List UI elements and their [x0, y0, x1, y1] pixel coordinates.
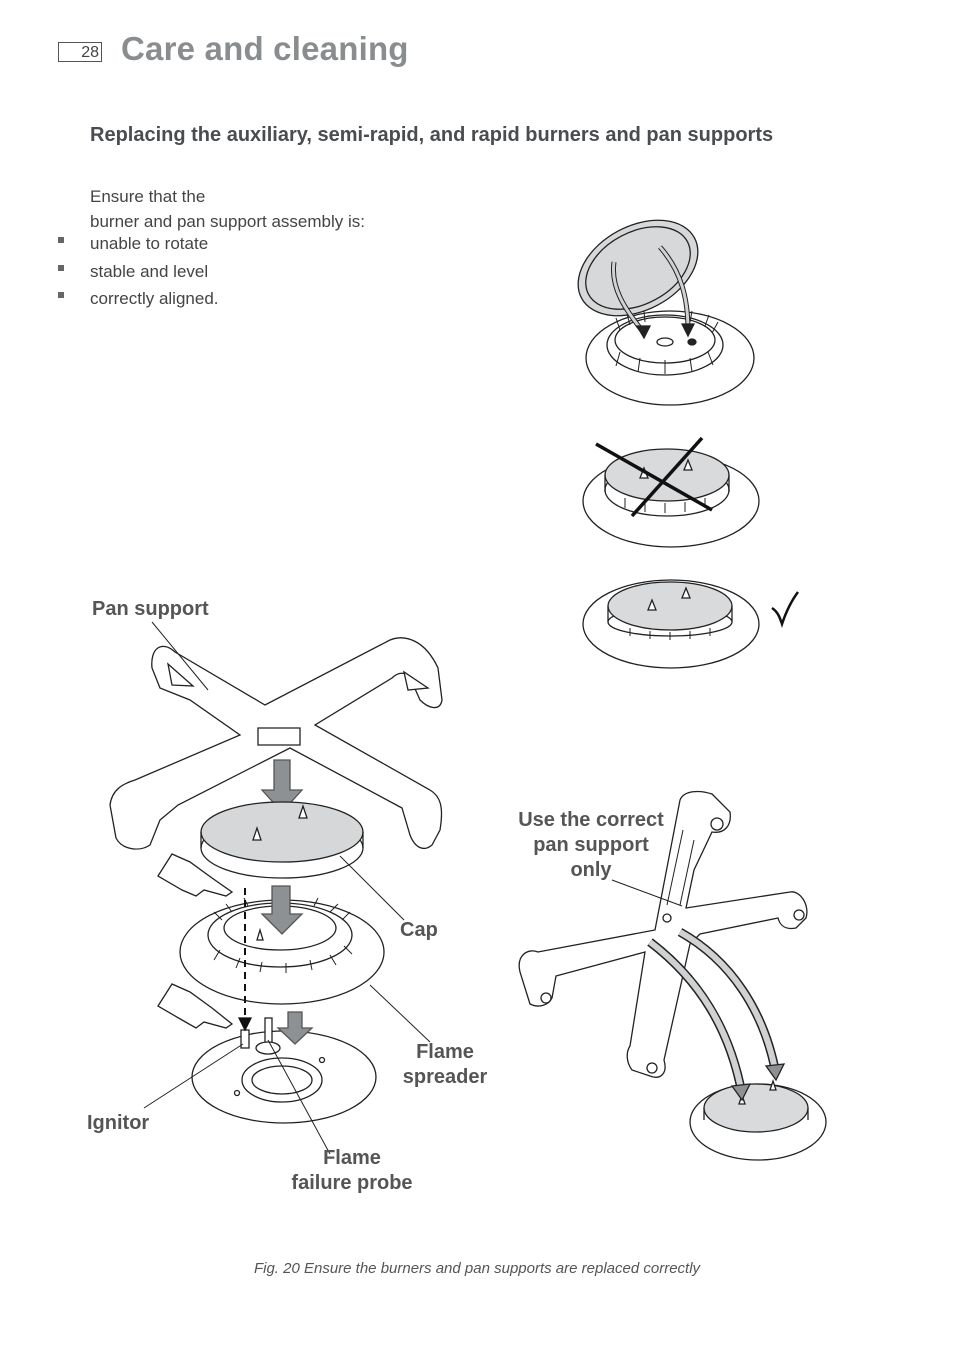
- pointing-hand-icon: [157, 983, 234, 1029]
- list-item: correctly aligned.: [56, 286, 219, 314]
- list-item: stable and level: [56, 259, 219, 287]
- exploded-assembly-diagram: [109, 621, 443, 1155]
- page-title: Care and cleaning: [121, 30, 409, 67]
- intro-line-1: Ensure that the: [90, 187, 206, 206]
- bullet-square-icon: [58, 292, 64, 298]
- requirement-list: unable to rotate stable and level correc…: [56, 231, 219, 314]
- label-flame-failure-line-1: Flame: [323, 1147, 381, 1169]
- cap-placement-diagram: [577, 219, 755, 406]
- correct-placement-diagram: [582, 579, 800, 669]
- label-correct-pan-support: Use the correct pan support only: [512, 808, 670, 883]
- label-flame-failure-probe: Flame failure probe: [282, 1146, 422, 1196]
- list-item-text: unable to rotate: [90, 234, 209, 253]
- bullet-square-icon: [58, 237, 64, 243]
- correct-pan-support-diagram: [518, 790, 827, 1161]
- label-flame-spreader-line-2: spreader: [402, 1066, 488, 1088]
- intro-line-2: burner and pan support assembly is:: [90, 212, 365, 231]
- label-flame-spreader-line-1: Flame: [416, 1041, 474, 1063]
- label-flame-failure-line-2: failure probe: [291, 1172, 413, 1194]
- label-flame-spreader: Flame spreader: [396, 1040, 494, 1090]
- list-item-text: correctly aligned.: [90, 289, 219, 308]
- label-correct-line-1: Use the correct: [518, 809, 664, 831]
- intro-text: Ensure that the burner and pan support a…: [90, 184, 365, 234]
- bullet-square-icon: [58, 264, 64, 271]
- section-heading: Replacing the auxiliary, semi-rapid, and…: [90, 124, 774, 146]
- page-number: 28: [58, 42, 102, 62]
- label-pan-support: Pan support: [92, 598, 209, 620]
- check-icon: [771, 591, 800, 628]
- pointing-hand-icon: [157, 853, 234, 897]
- list-item-text: stable and level: [90, 261, 209, 281]
- figure-caption: Fig. 20 Ensure the burners and pan suppo…: [253, 1260, 701, 1277]
- label-correct-line-3: only: [570, 859, 612, 881]
- list-item: unable to rotate: [56, 231, 219, 259]
- label-cap: Cap: [400, 919, 438, 941]
- label-ignitor: Ignitor: [87, 1112, 150, 1134]
- incorrect-placement-diagram: [582, 436, 760, 548]
- label-correct-line-2: pan support: [533, 834, 649, 856]
